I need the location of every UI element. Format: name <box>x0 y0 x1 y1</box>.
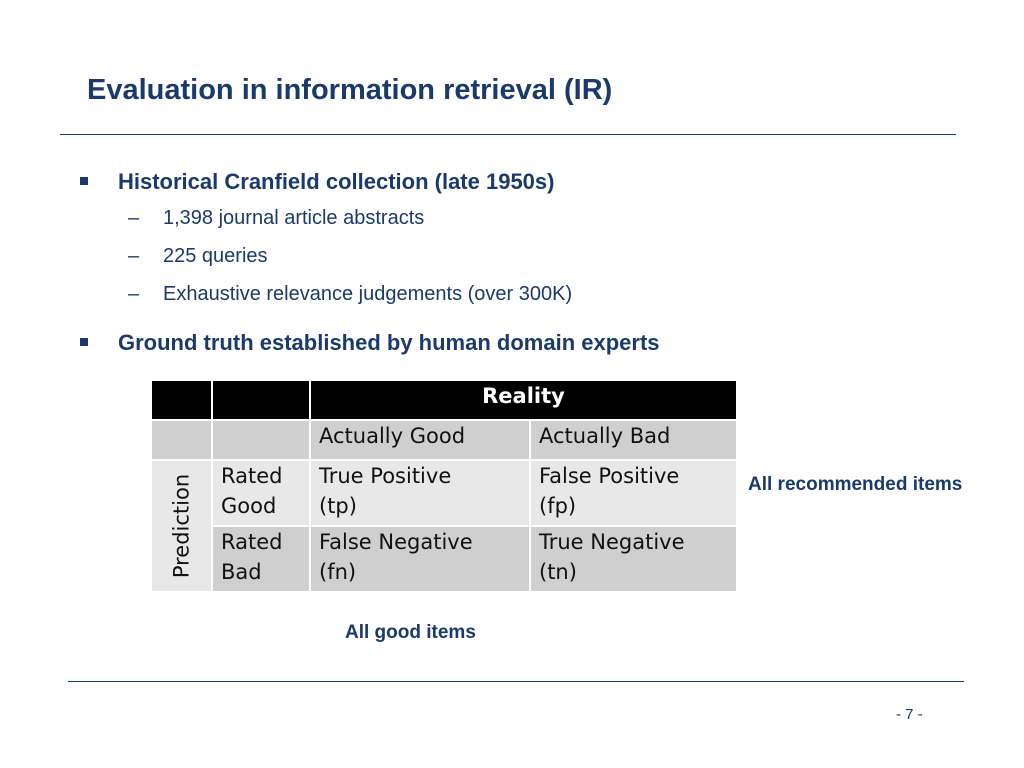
annotation-good: All good items <box>345 622 476 643</box>
row-label-line: Rated <box>221 530 283 554</box>
row-label-rated-good: Rated Good <box>211 459 311 527</box>
dash-bullet-icon: – <box>128 207 140 229</box>
page-number: - 7 - <box>896 706 923 723</box>
square-bullet-icon <box>80 177 88 185</box>
cell-line: False Positive <box>539 464 680 488</box>
cell-line: False Negative <box>319 530 473 554</box>
matrix-row-rated-bad: Rated Bad False Negative (fn) True Negat… <box>151 525 738 593</box>
reality-header: Reality <box>309 379 738 421</box>
prediction-axis-cell: Prediction <box>150 459 213 593</box>
cell-line: (tn) <box>539 560 577 584</box>
header-empty-cell <box>150 379 213 421</box>
cell-line: True Positive <box>319 464 452 488</box>
cell-line: (fn) <box>319 560 357 584</box>
row-label-rated-bad: Rated Bad <box>211 525 311 593</box>
bullet-text: Historical Cranfield collection (late 19… <box>118 169 555 194</box>
sub-item-text: 225 queries <box>163 245 268 267</box>
cell-line: (fp) <box>539 494 577 518</box>
column-empty-cell <box>150 419 213 461</box>
column-actually-good: Actually Good <box>309 419 531 461</box>
dash-bullet-icon: – <box>128 283 140 305</box>
column-empty-cell <box>211 419 311 461</box>
matrix-row-rated-good: Prediction Rated Good True Positive (tp)… <box>150 459 738 593</box>
sub-item-text: Exhaustive relevance judgements (over 30… <box>163 283 573 305</box>
header-empty-cell <box>211 379 311 421</box>
annotation-recommended: All recommended items <box>748 474 963 495</box>
cell-false-positive: False Positive (fp) <box>529 459 738 527</box>
cell-line: (tp) <box>319 494 357 518</box>
row-label-line: Good <box>221 494 277 518</box>
top-divider <box>60 134 956 135</box>
confusion-matrix: Reality Actually Good Actually Bad Predi… <box>150 379 738 593</box>
sub-item-text: 1,398 journal article abstracts <box>163 207 425 229</box>
cell-line: True Negative <box>539 530 685 554</box>
prediction-label: Prediction <box>169 473 193 579</box>
row-label-line: Rated <box>221 464 283 488</box>
square-bullet-icon <box>80 338 88 346</box>
dash-bullet-icon: – <box>128 245 140 267</box>
cell-true-positive: True Positive (tp) <box>309 459 531 527</box>
column-actually-bad: Actually Bad <box>529 419 738 461</box>
bottom-divider <box>68 681 964 682</box>
cell-false-negative: False Negative (fn) <box>309 525 531 593</box>
matrix-header-row: Reality <box>150 379 738 421</box>
row-label-line: Bad <box>221 560 262 584</box>
matrix-column-row: Actually Good Actually Bad <box>150 419 738 461</box>
bullet-text: Ground truth established by human domain… <box>118 330 660 355</box>
slide-title: Evaluation in information retrieval (IR) <box>87 74 613 106</box>
cell-true-negative: True Negative (tn) <box>529 525 738 593</box>
